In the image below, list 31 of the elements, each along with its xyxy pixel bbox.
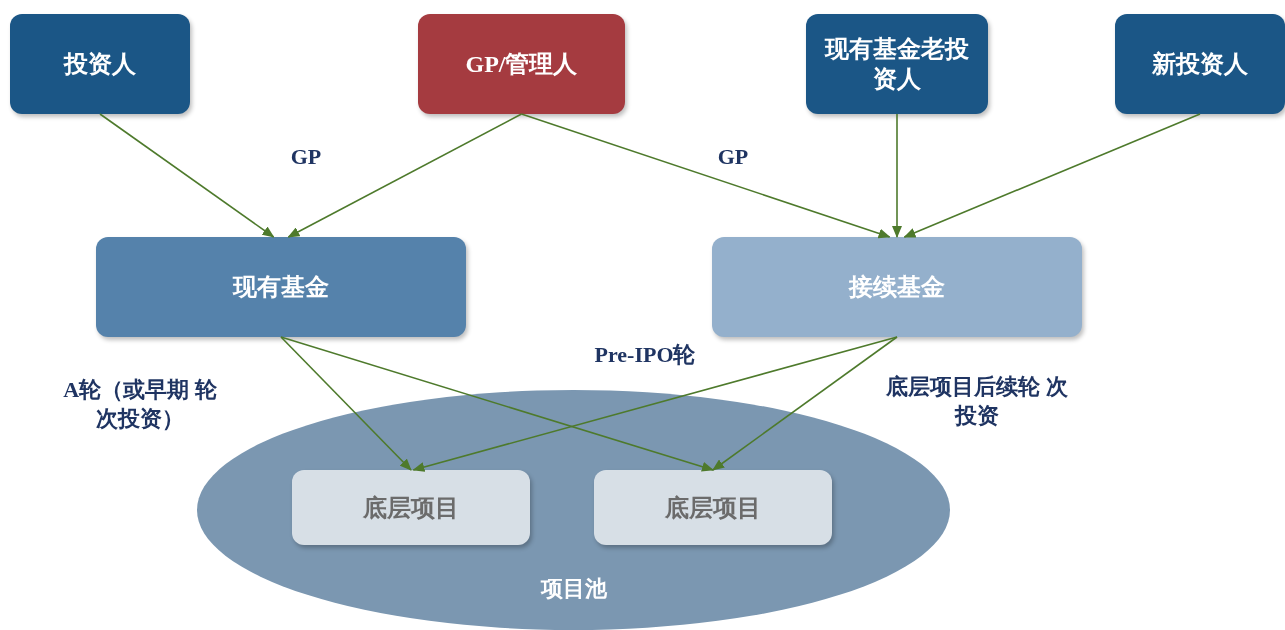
arrow bbox=[903, 113, 1201, 238]
annotation-text: A轮（或早期 轮次投资） bbox=[62, 376, 218, 433]
annotation-text: 底层项目后续轮 次投资 bbox=[885, 373, 1069, 430]
node-label: 新投资人 bbox=[1152, 50, 1248, 79]
node-label: GP/管理人 bbox=[465, 50, 578, 79]
arrow bbox=[99, 113, 275, 238]
process-box bbox=[806, 14, 988, 114]
process-box bbox=[712, 237, 1082, 337]
process-box bbox=[1115, 14, 1285, 114]
arrow bbox=[892, 113, 902, 238]
process-box bbox=[10, 14, 190, 114]
arrow bbox=[712, 336, 898, 471]
node-label: 项目池 bbox=[539, 575, 608, 603]
edge-label: GP bbox=[717, 142, 749, 171]
process-box bbox=[96, 237, 466, 337]
arrow bbox=[280, 336, 412, 471]
process-box bbox=[292, 470, 530, 545]
arrow bbox=[520, 113, 891, 239]
edge-label: GP bbox=[290, 142, 322, 171]
process-box bbox=[594, 470, 832, 545]
node-label: 底层项目 bbox=[665, 493, 761, 523]
process-box bbox=[418, 14, 625, 114]
annotation-text: Pre-IPO轮 bbox=[593, 340, 697, 369]
arrow bbox=[287, 113, 523, 238]
node-label: 现有基金 bbox=[233, 273, 329, 302]
node-label: 现有基金老投资人 bbox=[823, 35, 970, 94]
arrow bbox=[280, 336, 714, 472]
node-label: 投资人 bbox=[64, 50, 136, 79]
node-label: 底层项目 bbox=[363, 493, 459, 523]
node-label: 接续基金 bbox=[849, 273, 945, 302]
arrow bbox=[412, 336, 898, 472]
